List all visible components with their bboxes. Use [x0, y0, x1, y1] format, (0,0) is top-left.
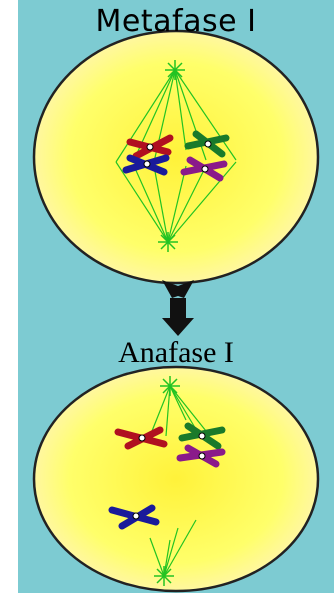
- down-arrow-icon: [162, 280, 194, 336]
- anaphase-centromeres: [132, 432, 206, 520]
- stage-label-anaphase: Anafase I: [118, 336, 234, 369]
- anaphase-aster-bottom: [154, 566, 174, 586]
- stage-label-metaphase: Metafase I: [95, 4, 257, 39]
- diagram-panel: Metafase I Anafase I: [18, 0, 334, 593]
- metaphase-spindle: [115, 69, 237, 243]
- metaphase-cell: [32, 29, 320, 285]
- metaphase-aster-bottom: [158, 232, 178, 252]
- anaphase-aster-top: [160, 376, 180, 396]
- anaphase-cell-group: [32, 365, 320, 593]
- anaphase-cell: [32, 365, 320, 593]
- metaphase-aster-top: [165, 60, 185, 80]
- metaphase-cell-group: [32, 29, 320, 285]
- meiosis-diagram: [32, 29, 320, 593]
- metaphase-centromeres: [143, 140, 212, 173]
